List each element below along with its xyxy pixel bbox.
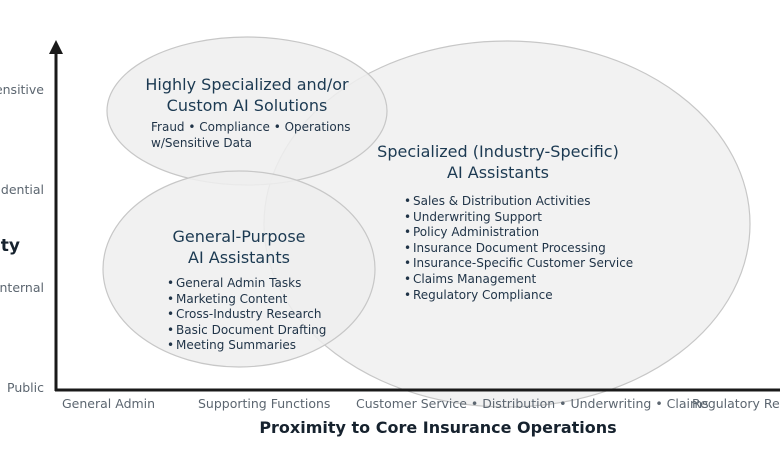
- general-item: •Marketing Content: [167, 292, 326, 308]
- bullet-icon: •: [404, 194, 412, 208]
- custom-group-details: Fraud • Compliance • Operations w/Sensit…: [151, 119, 351, 151]
- y-axis-title: ity: [0, 236, 20, 256]
- bullet-icon: •: [167, 291, 175, 306]
- bullet-icon: •: [404, 256, 412, 271]
- general-item-label: Meeting Summaries: [176, 338, 297, 353]
- specialized-item: •Claims Management: [404, 272, 633, 288]
- specialized-item: •Underwriting Support: [404, 210, 633, 226]
- general-item: •Meeting Summaries: [167, 338, 326, 354]
- general-title-line-1: General-Purpose: [172, 227, 306, 246]
- general-item-label: General Admin Tasks: [176, 276, 302, 290]
- x-level-core-operations: Customer Service • Distribution • Underw…: [356, 396, 709, 411]
- specialized-item: •Insurance Document Processing: [404, 241, 633, 257]
- bullet-icon: •: [404, 209, 412, 224]
- custom-title-line-1: Highly Specialized and/or: [145, 75, 349, 94]
- specialized-item: •Regulatory Compliance: [404, 288, 633, 304]
- specialized-item-label: Regulatory Compliance: [413, 287, 553, 302]
- y-level-internal: Internal: [0, 280, 44, 295]
- general-item-label: Basic Document Drafting: [176, 322, 327, 337]
- x-level-supporting-functions: Supporting Functions: [198, 396, 331, 411]
- specialized-item-label: Insurance Document Processing: [413, 240, 606, 255]
- y-level-public: Public: [7, 380, 44, 395]
- bullet-icon: •: [404, 225, 412, 240]
- y-level-confidential: fidential: [0, 182, 44, 197]
- specialized-item-label: Claims Management: [413, 271, 537, 286]
- bullet-icon: •: [167, 338, 175, 353]
- general-item: •Cross-Industry Research: [167, 307, 326, 323]
- x-level-regulatory-reporting: Regulatory Repo: [692, 396, 780, 411]
- general-group-title: General-Purpose AI Assistants: [99, 226, 379, 268]
- bullet-icon: •: [167, 276, 175, 290]
- general-item-label: Marketing Content: [176, 291, 288, 306]
- general-title-line-2: AI Assistants: [188, 248, 290, 267]
- bullet-icon: •: [404, 240, 412, 255]
- specialized-item-label: Underwriting Support: [413, 209, 542, 224]
- y-axis-arrowhead: [49, 40, 63, 54]
- specialized-item-label: Insurance-Specific Customer Service: [413, 256, 634, 271]
- custom-group-title: Highly Specialized and/or Custom AI Solu…: [107, 74, 387, 116]
- bullet-icon: •: [404, 287, 412, 302]
- x-axis-title: Proximity to Core Insurance Operations: [259, 418, 617, 437]
- specialized-title-line-2: AI Assistants: [447, 163, 549, 182]
- general-item: •General Admin Tasks: [167, 276, 326, 292]
- specialized-item: •Policy Administration: [404, 225, 633, 241]
- general-item-label: Cross-Industry Research: [176, 307, 322, 322]
- specialized-group-title: Specialized (Industry-Specific) AI Assis…: [358, 141, 638, 183]
- specialized-task-list: •Sales & Distribution Activities•Underwr…: [404, 194, 633, 303]
- y-level-sensitive: ensitive: [0, 82, 44, 97]
- general-task-list: •General Admin Tasks•Marketing Content•C…: [167, 276, 326, 354]
- specialized-item-label: Policy Administration: [413, 225, 540, 240]
- bullet-icon: •: [167, 322, 175, 337]
- x-level-general-admin: General Admin: [62, 396, 156, 411]
- custom-detail-line-2: w/Sensitive Data: [151, 136, 253, 150]
- specialized-item-label: Sales & Distribution Activities: [413, 194, 591, 208]
- bullet-icon: •: [167, 307, 175, 322]
- general-item: •Basic Document Drafting: [167, 323, 326, 339]
- specialized-item: •Insurance-Specific Customer Service: [404, 256, 633, 272]
- general-ellipse: [102, 170, 376, 368]
- specialized-title-line-1: Specialized (Industry-Specific): [377, 142, 619, 161]
- specialized-item: •Sales & Distribution Activities: [404, 194, 633, 210]
- custom-detail-line-1: Fraud • Compliance • Operations: [151, 120, 351, 134]
- bullet-icon: •: [404, 271, 412, 286]
- custom-title-line-2: Custom AI Solutions: [166, 96, 328, 115]
